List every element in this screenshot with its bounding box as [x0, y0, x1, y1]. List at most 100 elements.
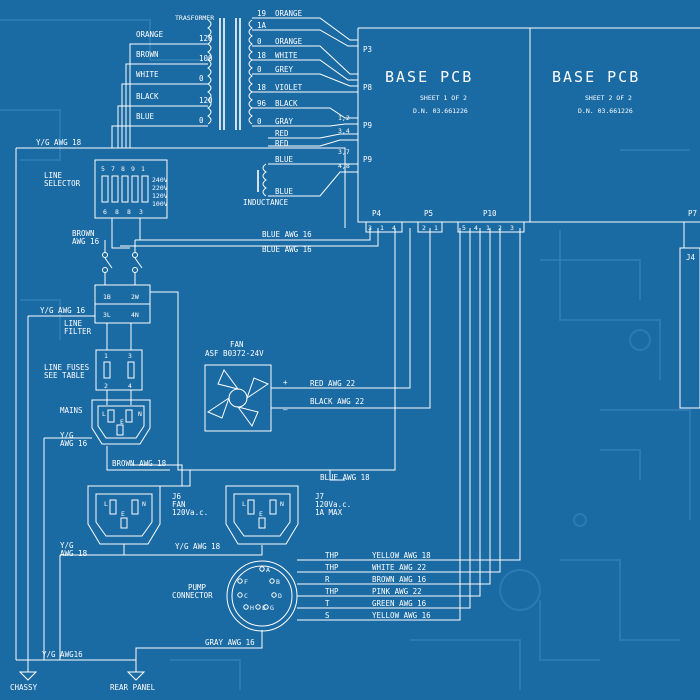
sheet-2-label: SHEET 2 OF 2	[585, 94, 632, 102]
pin-37-label: 3,7	[338, 148, 350, 156]
socket-pin-letter: N	[138, 410, 142, 418]
pump-pin-letter: B	[276, 578, 280, 586]
mains-label: MAINS	[60, 406, 83, 415]
socket-pin-letter: E	[120, 418, 124, 426]
base-pcb-boxes	[357, 27, 700, 409]
line-filter-pin-4n: 4N	[131, 311, 139, 319]
selector-pin-bottom: 8	[115, 208, 119, 216]
secondary-wire-color: BLACK	[275, 99, 298, 108]
j6-label: J6	[172, 492, 182, 501]
pin-12-label: 1,2	[338, 114, 350, 122]
selector-pin-bottom: 6	[103, 208, 107, 216]
pump-pin-letter: A	[266, 566, 270, 574]
fan	[204, 228, 431, 432]
line-filter-pin-3l: 3L	[103, 311, 111, 319]
pump-connector-label-1: PUMP	[188, 583, 207, 592]
secondary-wire-color: RED	[275, 139, 289, 148]
secondary-tap-value: 1A	[257, 21, 267, 30]
red-awg22-label: RED AWG 22	[310, 379, 355, 388]
line-filter-pin-1b: 1B	[103, 293, 111, 301]
pump-pin-letter: F	[244, 578, 248, 586]
yg-label-2: Y/G	[60, 541, 74, 550]
pump-pin	[259, 566, 265, 572]
line-filter	[94, 284, 151, 324]
pump-wire-code: THP	[325, 551, 339, 560]
secondary-wire-color: GREY	[275, 65, 294, 74]
pump-wire-label: PINK AWG 22	[372, 587, 422, 596]
socket-pin-letter: E	[121, 510, 125, 518]
fuse-pin-number: 3	[128, 352, 132, 360]
selector-120: 120V	[152, 192, 168, 200]
j6-voltage-label: 120Va.c.	[172, 508, 208, 517]
secondary-wiring	[252, 17, 358, 197]
header-pin-number: 2	[422, 224, 426, 232]
p9a-label: P9	[363, 121, 372, 130]
fuse-pin-number: 1	[104, 352, 108, 360]
p8-label: P8	[363, 83, 373, 92]
j7-voltage-label: 120Va.c.	[315, 500, 351, 509]
j7-socket	[225, 485, 299, 545]
secondary-wire-color: BLUE	[275, 187, 294, 196]
j7-current-label: 1A MAX	[315, 508, 343, 517]
line-fuses	[95, 323, 143, 405]
p4-label: P4	[372, 209, 382, 218]
brown-awg16-label-2: AWG 16	[72, 237, 100, 246]
pump-pin	[269, 578, 275, 584]
socket-pin-letter: L	[102, 410, 106, 418]
header-pin-number: 3	[510, 224, 514, 232]
header-pin-number: 1	[380, 224, 384, 232]
pump-wire-code: S	[325, 611, 330, 620]
primary-tap-value: 120	[199, 34, 213, 43]
secondary-tap-value: 19	[257, 9, 266, 18]
pump-connector	[226, 228, 521, 632]
base-pcb-1-title: BASE PCB	[385, 68, 473, 86]
black-awg22-label: BLACK AWG 22	[310, 397, 364, 406]
ground-symbols	[18, 660, 146, 681]
pin-34-label: 3,4	[338, 127, 350, 135]
blue-awg16-label-1: BLUE AWG 16	[262, 230, 312, 239]
pump-pin	[263, 604, 269, 610]
pump-pin-letter: D	[278, 592, 282, 600]
selector-pin-top: 1	[141, 165, 145, 173]
pump-wire-code: THP	[325, 587, 339, 596]
pump-pin	[237, 578, 243, 584]
p9b-label: P9	[363, 155, 372, 164]
selector-pin-top: 8	[121, 165, 125, 173]
secondary-wire-color: BLUE	[275, 155, 294, 164]
dn-1-label: D.N. 03.661226	[413, 107, 468, 115]
pump-wire-label: BROWN AWG 16	[372, 575, 427, 584]
background-pcb-traces	[0, 19, 691, 690]
j6-fan-label: FAN	[172, 500, 186, 509]
inductance-label: INDUCTANCE	[243, 198, 289, 207]
socket-pin-letter: N	[280, 500, 284, 508]
rear-panel-label: REAR PANEL	[110, 683, 156, 692]
line-selector	[94, 159, 168, 249]
primary-wire-color: BLUE	[136, 112, 155, 121]
yg-awg18-bottom-label: Y/G AWG 18	[175, 542, 221, 551]
secondary-wire-color: ORANGE	[275, 9, 303, 18]
primary-tap-value: 0	[199, 74, 204, 83]
line-selector-label-1: LINE	[44, 171, 63, 180]
j4-label: J4	[686, 253, 696, 262]
yg-label-1: Y/G	[60, 431, 74, 440]
selector-pin-bottom: 3	[139, 208, 143, 216]
fuse-pin-number: 2	[104, 382, 108, 390]
selector-100: 100V	[152, 200, 168, 208]
fan-label: FAN	[230, 340, 244, 349]
primary-wiring	[111, 43, 208, 148]
header-pin-number: 4	[474, 224, 478, 232]
pump-pin	[243, 604, 249, 610]
secondary-wire-color: GRAY	[275, 117, 294, 126]
pump-pin-letter: C	[244, 592, 248, 600]
secondary-wire-color: ORANGE	[275, 37, 303, 46]
secondary-wire-color: WHITE	[275, 51, 298, 60]
header-pin-number: 4	[392, 224, 396, 232]
brown-awg18-label: BROWN AWG 18	[112, 459, 167, 468]
gray-awg16-label: GRAY AWG 16	[205, 638, 255, 647]
